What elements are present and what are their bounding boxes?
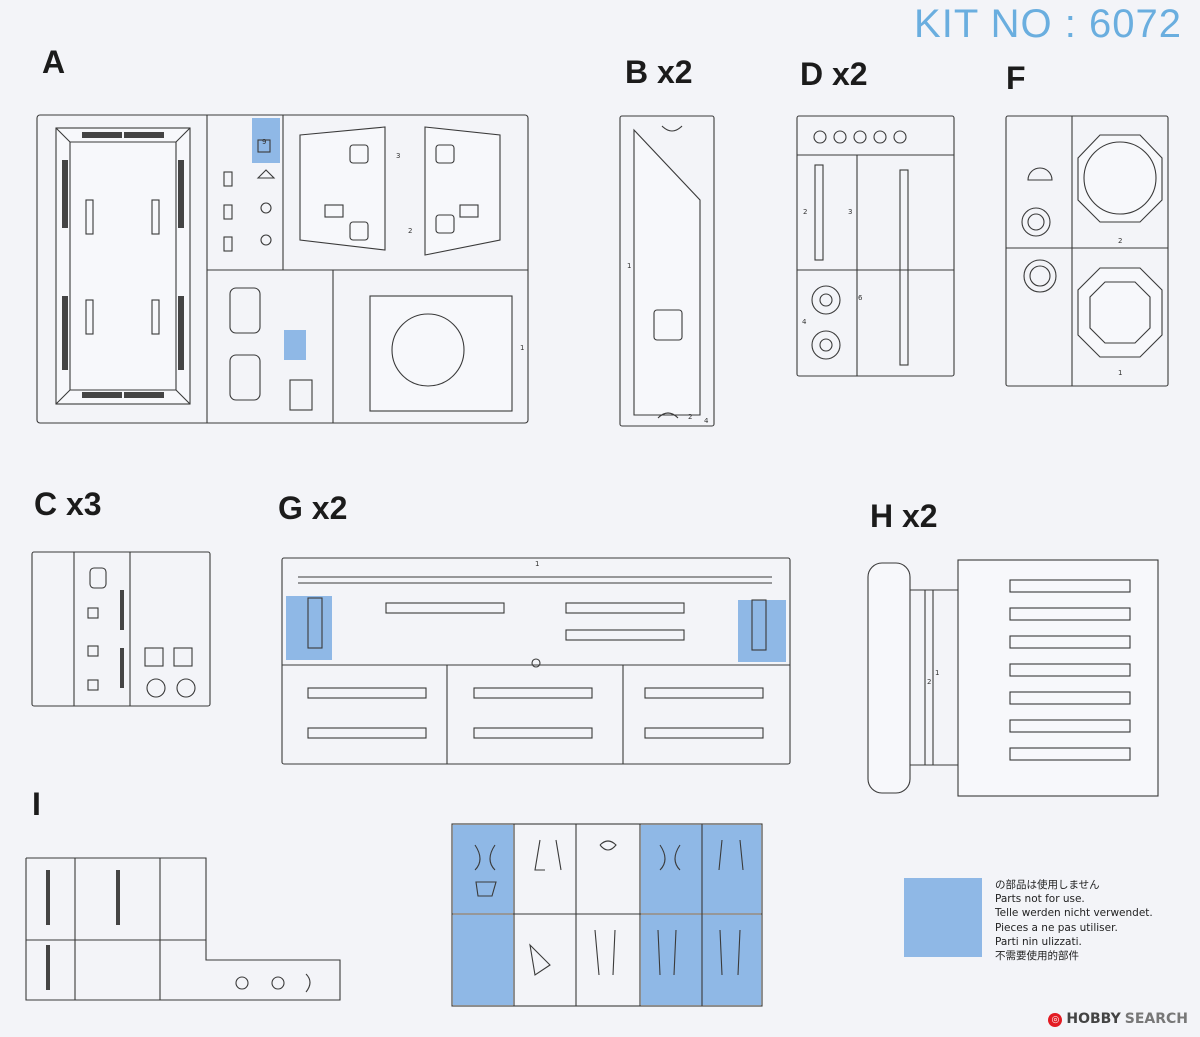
legend-line-fr: Pieces a ne pas utiliser. <box>995 921 1118 934</box>
svg-text:2: 2 <box>927 678 931 686</box>
watermark-search: SEARCH <box>1124 1011 1188 1027</box>
svg-text:1: 1 <box>1118 369 1122 377</box>
sprue-i <box>25 857 341 1001</box>
legend-line-ja: の部品は使用しません <box>995 879 1100 891</box>
watermark-brand: HOBBY <box>1066 1011 1121 1027</box>
svg-text:2: 2 <box>688 413 692 421</box>
sprue-label-f: F <box>1006 60 1026 96</box>
sprue-label-b: B x2 <box>625 54 693 90</box>
svg-text:3: 3 <box>848 208 852 216</box>
svg-text:4: 4 <box>802 318 807 326</box>
sprue-f <box>1005 115 1169 387</box>
svg-text:3: 3 <box>396 152 400 160</box>
sprue-g <box>281 557 791 765</box>
sprue-c <box>31 551 211 707</box>
svg-text:4: 4 <box>704 417 709 425</box>
svg-text:2: 2 <box>1118 237 1122 245</box>
svg-text:1: 1 <box>935 669 939 677</box>
svg-text:1: 1 <box>520 344 524 352</box>
svg-text:6: 6 <box>858 294 863 302</box>
sprue-label-i: I <box>32 786 41 822</box>
hobby-search-logo-icon: ◎ <box>1048 1013 1063 1027</box>
sprue-h <box>867 559 1159 797</box>
svg-text:1: 1 <box>627 262 631 270</box>
legend-line-it: Parti nin ulizzati. <box>995 935 1082 948</box>
sprue-label-g: G x2 <box>278 490 348 526</box>
svg-text:1: 1 <box>535 560 539 568</box>
svg-text:9: 9 <box>262 138 266 146</box>
legend-line-de: Telle werden nicht verwendet. <box>995 907 1153 920</box>
sprue-figures <box>451 823 763 1007</box>
svg-text:2: 2 <box>408 227 412 235</box>
svg-text:2: 2 <box>803 208 807 216</box>
legend-line-zh: 不需要使用的部件 <box>995 950 1079 963</box>
sprue-a <box>36 114 529 424</box>
unused-parts-legend: の部品は使用しません Parts not for use. Telle werd… <box>995 878 1153 963</box>
legend-line-en: Parts not for use. <box>995 893 1085 906</box>
sprue-b <box>619 115 715 427</box>
sprue-d <box>796 115 955 377</box>
kit-number-label: KIT NO : 6072 <box>914 2 1182 46</box>
sprue-label-c: C x3 <box>34 486 102 522</box>
sprue-label-h: H x2 <box>870 498 938 534</box>
sprue-label-a: A <box>42 44 66 80</box>
sprue-label-d: D x2 <box>800 56 868 92</box>
unused-parts-swatch <box>904 878 982 957</box>
